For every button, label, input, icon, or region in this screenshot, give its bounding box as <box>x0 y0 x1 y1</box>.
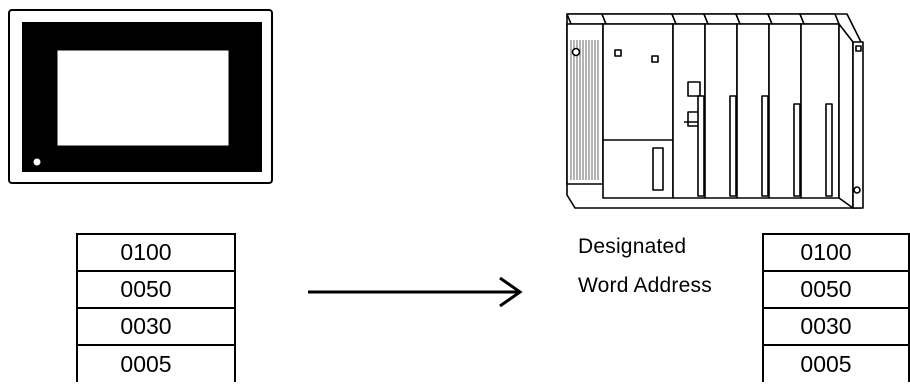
table-row: 0030 <box>76 307 236 346</box>
word-value: 0005 <box>76 344 236 382</box>
plc-rack-icon <box>566 13 864 209</box>
word-value: 0030 <box>76 307 236 346</box>
word-value: 0050 <box>762 270 910 309</box>
designated-label-line2: Word Address <box>578 274 712 297</box>
table-row: 0050 <box>762 270 910 309</box>
table-row: 0005 <box>762 344 910 382</box>
source-word-table: 0100 0050 0030 0005 <box>76 233 236 382</box>
table-row: 0100 <box>762 233 910 272</box>
table-row: 0100 <box>76 233 236 272</box>
table-row: 0030 <box>762 307 910 346</box>
word-value: 0050 <box>76 270 236 309</box>
word-value: 0100 <box>76 233 236 272</box>
destination-word-table: 0100 0050 0030 0005 <box>762 233 910 382</box>
table-row: 0050 <box>76 270 236 309</box>
designated-label-line1: Designated <box>578 235 687 258</box>
table-row: 0005 <box>76 344 236 382</box>
touch-panel-display-icon <box>8 9 273 184</box>
arrow-right-icon <box>308 276 523 308</box>
word-value: 0005 <box>762 344 910 382</box>
word-value: 0030 <box>762 307 910 346</box>
word-value: 0100 <box>762 233 910 272</box>
